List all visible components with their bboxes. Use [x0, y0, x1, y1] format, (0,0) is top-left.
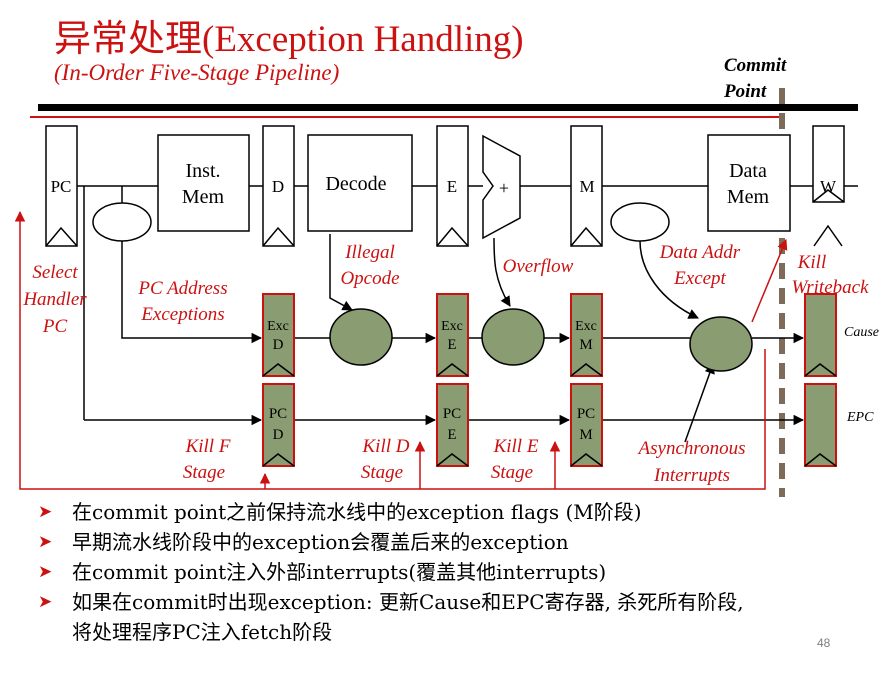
- writeback-caret: [813, 224, 843, 247]
- e-register-label: E: [447, 177, 457, 196]
- async-interrupts-line1: Asynchronous: [637, 438, 746, 459]
- exception-bus: [121, 234, 805, 443]
- inst-mem-box: Inst. Mem: [157, 134, 250, 232]
- pc-m-line2: M: [579, 427, 592, 443]
- data-addr-line1: Data Addr: [659, 242, 741, 263]
- pc-address-line1: PC Address: [137, 278, 227, 299]
- illegal-opcode-line1: Illegal: [344, 242, 395, 263]
- alu-label: +: [499, 178, 509, 198]
- bullet-continuation: 将处理程序PC注入fetch阶段: [72, 620, 333, 644]
- pc-m-line1: PC: [577, 406, 595, 422]
- select-handler-line2: Handler: [22, 289, 87, 310]
- m-register-label: M: [579, 177, 594, 196]
- bullet-text: 在commit point之前保持流水线中的exception flags (M…: [72, 500, 642, 524]
- kill-f-line1: Kill F: [185, 436, 231, 457]
- header-black-bar: [38, 104, 858, 111]
- overflow-label: Overflow: [503, 256, 574, 277]
- kill-f-line2: Stage: [183, 462, 225, 483]
- pc-e-register: PC E: [436, 383, 469, 467]
- kill-e-line1: Kill E: [493, 436, 539, 457]
- kill-writeback-line2: Writeback: [791, 277, 869, 298]
- data-addr-line2: Except: [673, 268, 726, 289]
- decode-box: Decode: [307, 134, 413, 232]
- bullet-arrow-icon: ➤: [38, 562, 53, 582]
- d-register-label: D: [272, 177, 284, 196]
- commit-label-line1: Commit: [724, 55, 787, 76]
- bullet-item: ➤ 早期流水线阶段中的exception会覆盖后来的exception: [38, 527, 878, 557]
- exc-d-line2: D: [273, 337, 284, 353]
- pc-e-line1: PC: [443, 406, 461, 422]
- slide-title: 异常处理(Exception Handling): [54, 19, 524, 60]
- exception-merge-m: [689, 316, 753, 372]
- async-interrupts-line2: Interrupts: [653, 465, 730, 486]
- pc-d-line2: D: [273, 427, 284, 443]
- commit-point-label: Commit Point: [724, 53, 786, 105]
- alu-shape: +: [482, 134, 521, 240]
- exc-e-line2: E: [447, 337, 456, 353]
- exc-d-line1: Exc: [267, 319, 289, 334]
- e-register: E: [436, 125, 469, 247]
- pc-m-register: PC M: [570, 383, 603, 467]
- bullet-text: 早期流水线阶段中的exception会覆盖后来的exception: [72, 530, 569, 554]
- bullet-arrow-icon: ➤: [38, 592, 53, 612]
- data-mem-line2: Mem: [727, 186, 770, 208]
- select-handler-line3: PC: [42, 316, 68, 337]
- bullet-text: 在commit point注入外部interrupts(覆盖其他interrup…: [72, 560, 607, 584]
- bullet-text: 如果在commit时出现exception: 更新Cause和EPC寄存器, 杀…: [72, 590, 744, 614]
- exc-m-line1: Exc: [575, 319, 597, 334]
- pc-d-line1: PC: [269, 406, 287, 422]
- inst-mem-line1: Inst.: [186, 160, 221, 182]
- pc-e-line2: E: [447, 427, 456, 443]
- bullet-item: ➤ 在commit point之前保持流水线中的exception flags …: [38, 497, 878, 527]
- w-register-label: W: [820, 177, 837, 196]
- decode-label: Decode: [325, 173, 386, 195]
- data-mem-box: Data Mem: [707, 134, 791, 232]
- exc-e-line1: Exc: [441, 319, 463, 334]
- bullet-arrow-icon: ➤: [38, 532, 53, 552]
- data-address-check: [610, 202, 670, 242]
- pc-d-register: PC D: [262, 383, 295, 467]
- kill-e-line2: Stage: [491, 462, 533, 483]
- illegal-opcode-line2: Opcode: [340, 268, 399, 289]
- bullet-list: ➤ 在commit point之前保持流水线中的exception flags …: [38, 497, 878, 647]
- select-handler-line1: Select: [32, 262, 78, 283]
- pc-register: PC: [45, 125, 78, 247]
- m-register: M: [570, 125, 603, 247]
- exception-merge-e: [481, 308, 545, 366]
- kill-d-line2: Stage: [361, 462, 403, 483]
- pc-address-line2: Exceptions: [140, 304, 224, 325]
- data-mem-line1: Data: [729, 160, 767, 182]
- exc-d-register: Exc D: [262, 293, 295, 377]
- bullet-item: ➤ 在commit point注入外部interrupts(覆盖其他interr…: [38, 557, 878, 587]
- pc-register-label: PC: [51, 177, 72, 196]
- w-register: W: [812, 125, 845, 203]
- bullet-arrow-icon: ➤: [38, 502, 53, 522]
- cause-label: Cause: [844, 325, 879, 340]
- page-number: 48: [817, 636, 831, 650]
- exception-merge-d: [329, 308, 393, 366]
- cause-register: Cause: [804, 293, 879, 377]
- bullet-item: ➤ 如果在commit时出现exception: 更新Cause和EPC寄存器,…: [38, 587, 878, 617]
- kill-d-line1: Kill D: [362, 436, 410, 457]
- epc-label: EPC: [846, 410, 874, 425]
- exc-e-register: Exc E: [436, 293, 469, 377]
- slide-subtitle: (In-Order Five-Stage Pipeline): [54, 60, 340, 85]
- inst-mem-line2: Mem: [182, 186, 225, 208]
- exc-m-line2: M: [579, 337, 592, 353]
- kill-writeback-line1: Kill: [797, 252, 827, 273]
- commit-label-line2: Point: [724, 81, 767, 102]
- pc-address-check: [92, 202, 152, 242]
- epc-register: EPC: [804, 383, 874, 467]
- kill-lines: [14, 210, 788, 490]
- d-register: D: [262, 125, 295, 247]
- exc-m-register: Exc M: [570, 293, 603, 377]
